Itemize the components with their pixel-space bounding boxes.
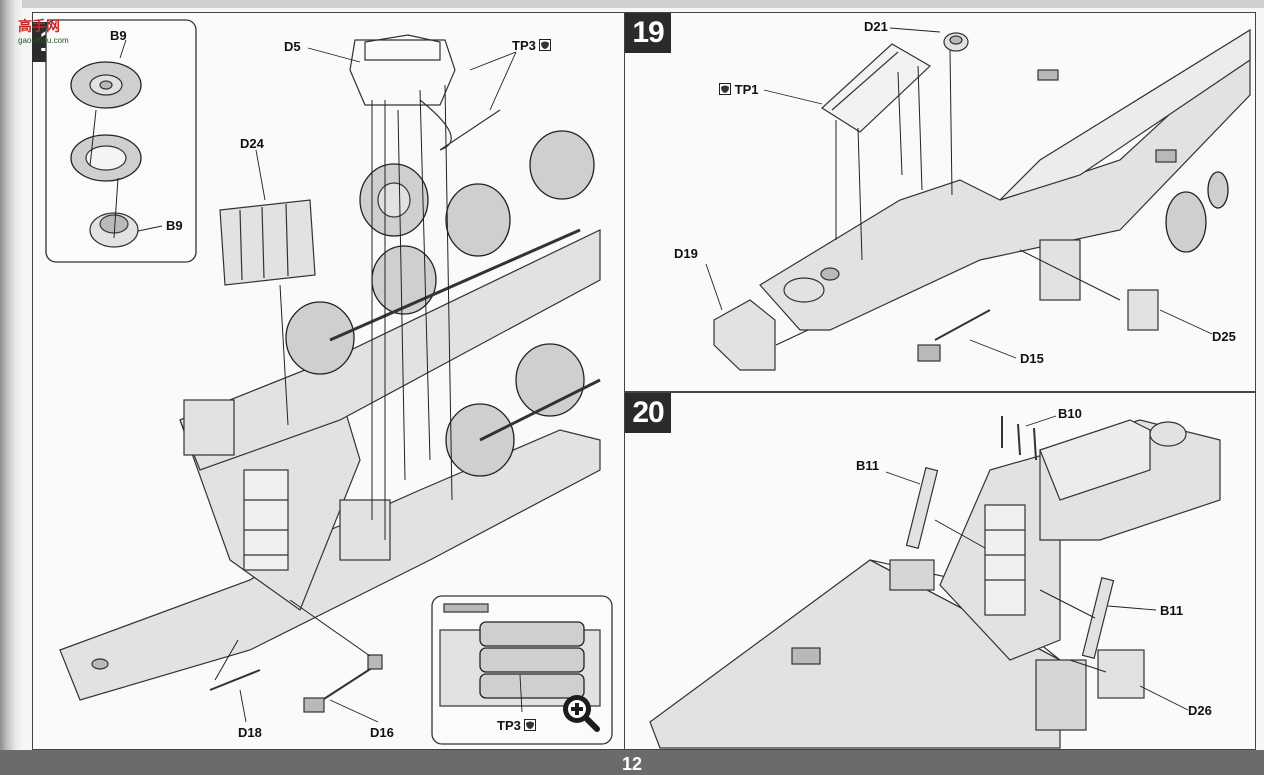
part-label-d18: D18 xyxy=(238,725,262,740)
clear-part-icon xyxy=(524,719,537,731)
part-label-b9-top: B9 xyxy=(110,28,127,43)
part-label-d21: D21 xyxy=(864,19,888,34)
part-label-d24: D24 xyxy=(240,136,264,151)
ramp-assembly xyxy=(649,415,1221,749)
logo-text: 高手网 xyxy=(18,18,60,34)
page-number: 12 xyxy=(621,754,643,774)
gooseneck-assembly xyxy=(705,27,1251,371)
part-label-d19: D19 xyxy=(674,246,698,261)
step-19-badge: 19 xyxy=(625,13,671,53)
magnify-plus-icon xyxy=(563,695,600,732)
clear-part-icon xyxy=(539,39,552,51)
part-label-b11-right: B11 xyxy=(1160,603,1184,618)
part-label-d16: D16 xyxy=(370,725,394,740)
part-label-tp3-detail-text: TP3 xyxy=(497,718,521,733)
site-logo: 高手网 gao-shou.com xyxy=(8,8,78,45)
part-label-d26: D26 xyxy=(1188,703,1212,718)
part-label-d25: D25 xyxy=(1212,329,1236,344)
step-20-badge: 20 xyxy=(625,393,671,433)
part-label-tp3-detail: TP3 xyxy=(497,718,537,733)
part-label-b10: B10 xyxy=(1058,406,1082,421)
part-label-tp1: TP1 xyxy=(719,83,758,97)
part-label-d5: D5 xyxy=(284,39,301,54)
lowbed-trailer-chassis xyxy=(59,34,601,723)
part-label-b9-bottom: B9 xyxy=(166,218,183,233)
part-label-tp3-text: TP3 xyxy=(512,38,536,53)
footer-bar xyxy=(0,750,1264,775)
logo-url: gao-shou.com xyxy=(18,36,69,45)
clear-part-icon xyxy=(719,83,731,95)
part-label-tp3: TP3 xyxy=(512,38,552,53)
wheel-subassembly-inset xyxy=(45,19,197,263)
part-label-d15: D15 xyxy=(1020,351,1044,366)
part-label-tp1-text: TP1 xyxy=(734,82,759,97)
binding-spine xyxy=(0,0,22,775)
part-label-b11-left: B11 xyxy=(856,458,880,473)
